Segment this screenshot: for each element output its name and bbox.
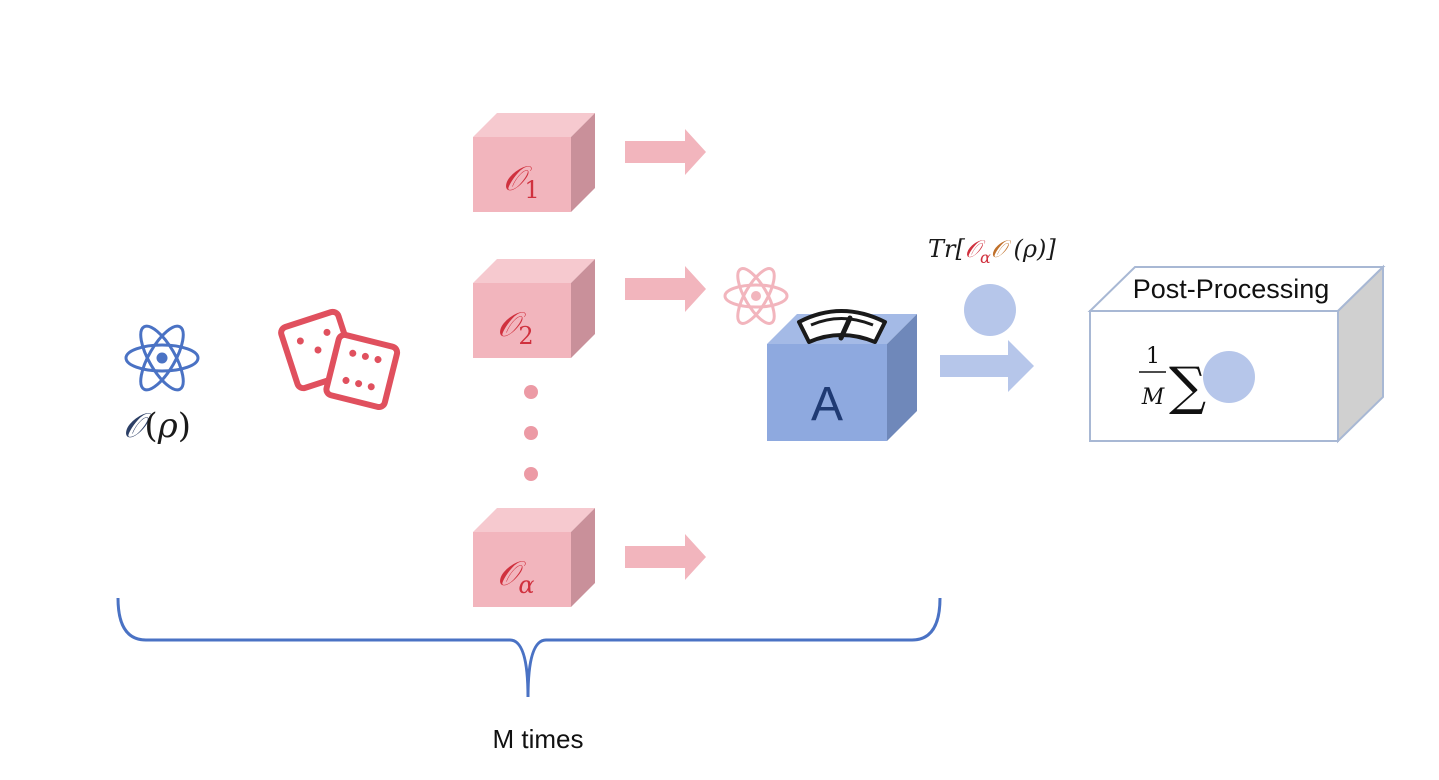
- input-state-label: 𝒪(ρ): [123, 406, 191, 446]
- brace-label: M times: [493, 724, 584, 754]
- trace-expression: Tr[𝒪α𝒪 (ρ)]: [928, 235, 1056, 267]
- outcome-circle: [964, 284, 1016, 336]
- evolved-atom-icon: [723, 267, 789, 325]
- post-processing-title: Post-Processing: [1133, 274, 1330, 304]
- sum-symbol: ∑: [1169, 357, 1206, 417]
- curly-brace: [116, 597, 942, 698]
- channel-box-2: 𝒪2: [473, 259, 595, 358]
- ellipsis-dots: [524, 385, 538, 481]
- arrow-to-post-processing: [940, 340, 1034, 392]
- input-atom-icon: [124, 324, 200, 392]
- sum-outcome-circle: [1203, 351, 1255, 403]
- measurement-label: A: [811, 378, 843, 431]
- arrow-channel-2: [625, 266, 706, 312]
- channel-box-1: 𝒪1: [473, 113, 595, 212]
- arrow-channel-alpha: [625, 534, 706, 580]
- dice-icon: [278, 308, 401, 411]
- post-processing-box: Post-Processing 1 M ∑: [1087, 264, 1386, 444]
- arrow-channel-1: [625, 129, 706, 175]
- channel-box-alpha: 𝒪α: [473, 508, 595, 607]
- meter-gauge-icon: [797, 309, 887, 344]
- fraction-numerator: 1: [1146, 344, 1160, 369]
- fraction-denominator: M: [1141, 385, 1165, 410]
